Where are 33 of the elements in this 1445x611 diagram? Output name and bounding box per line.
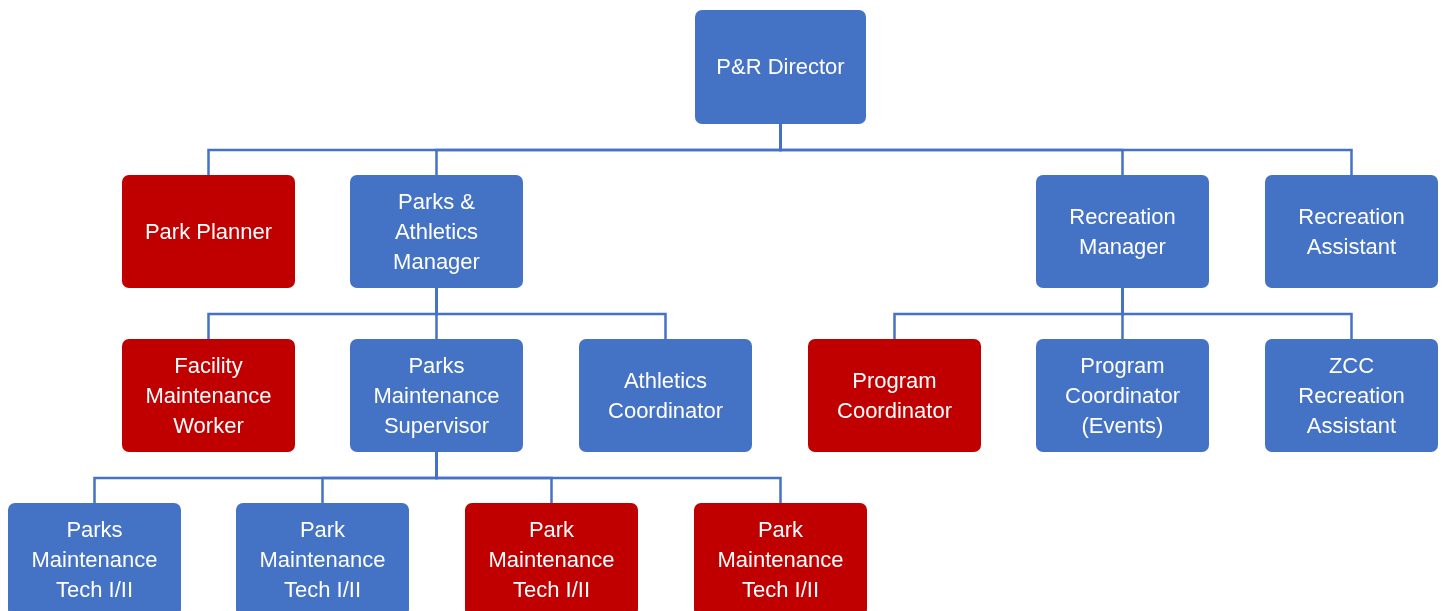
role-box <box>694 503 867 611</box>
role-box <box>1036 339 1209 452</box>
role-title: Recreation Manager <box>1068 202 1177 261</box>
role-box <box>8 503 181 611</box>
role-title: ZCC Recreation Assistant <box>1297 351 1406 440</box>
role-title: Facility Maintenance Worker <box>144 351 273 440</box>
role-box <box>350 339 523 452</box>
role-title: Athletics Coordinator <box>607 366 724 425</box>
role-title: Program Coordinator (Events) <box>1064 351 1181 440</box>
role-box <box>1265 175 1438 288</box>
role-box <box>122 175 295 288</box>
role-box <box>695 10 866 124</box>
role-title: Parks & Athletics Manager <box>392 187 481 276</box>
role-box <box>350 175 523 288</box>
role-title: P&R Director <box>716 53 845 81</box>
role-box <box>808 339 981 452</box>
role-box <box>1036 175 1209 288</box>
role-title: Park Maintenance Tech I/II <box>487 515 616 604</box>
role-title: Program Coordinator <box>836 366 953 425</box>
role-box <box>122 339 295 452</box>
role-title: Parks Maintenance Supervisor <box>372 351 501 440</box>
role-title: Recreation Assistant <box>1297 202 1406 261</box>
role-title: Park Maintenance Tech I/II <box>716 515 845 604</box>
connector-line <box>1121 288 1353 339</box>
connector-line <box>435 288 667 339</box>
role-title: Park Maintenance Tech I/II <box>258 515 387 604</box>
connector-line <box>435 452 782 503</box>
role-title: Park Planner <box>144 217 273 246</box>
role-title: Parks Maintenance Tech I/II <box>30 515 159 604</box>
role-box <box>465 503 638 611</box>
role-box <box>1265 339 1438 452</box>
role-box <box>236 503 409 611</box>
role-box <box>579 339 752 452</box>
